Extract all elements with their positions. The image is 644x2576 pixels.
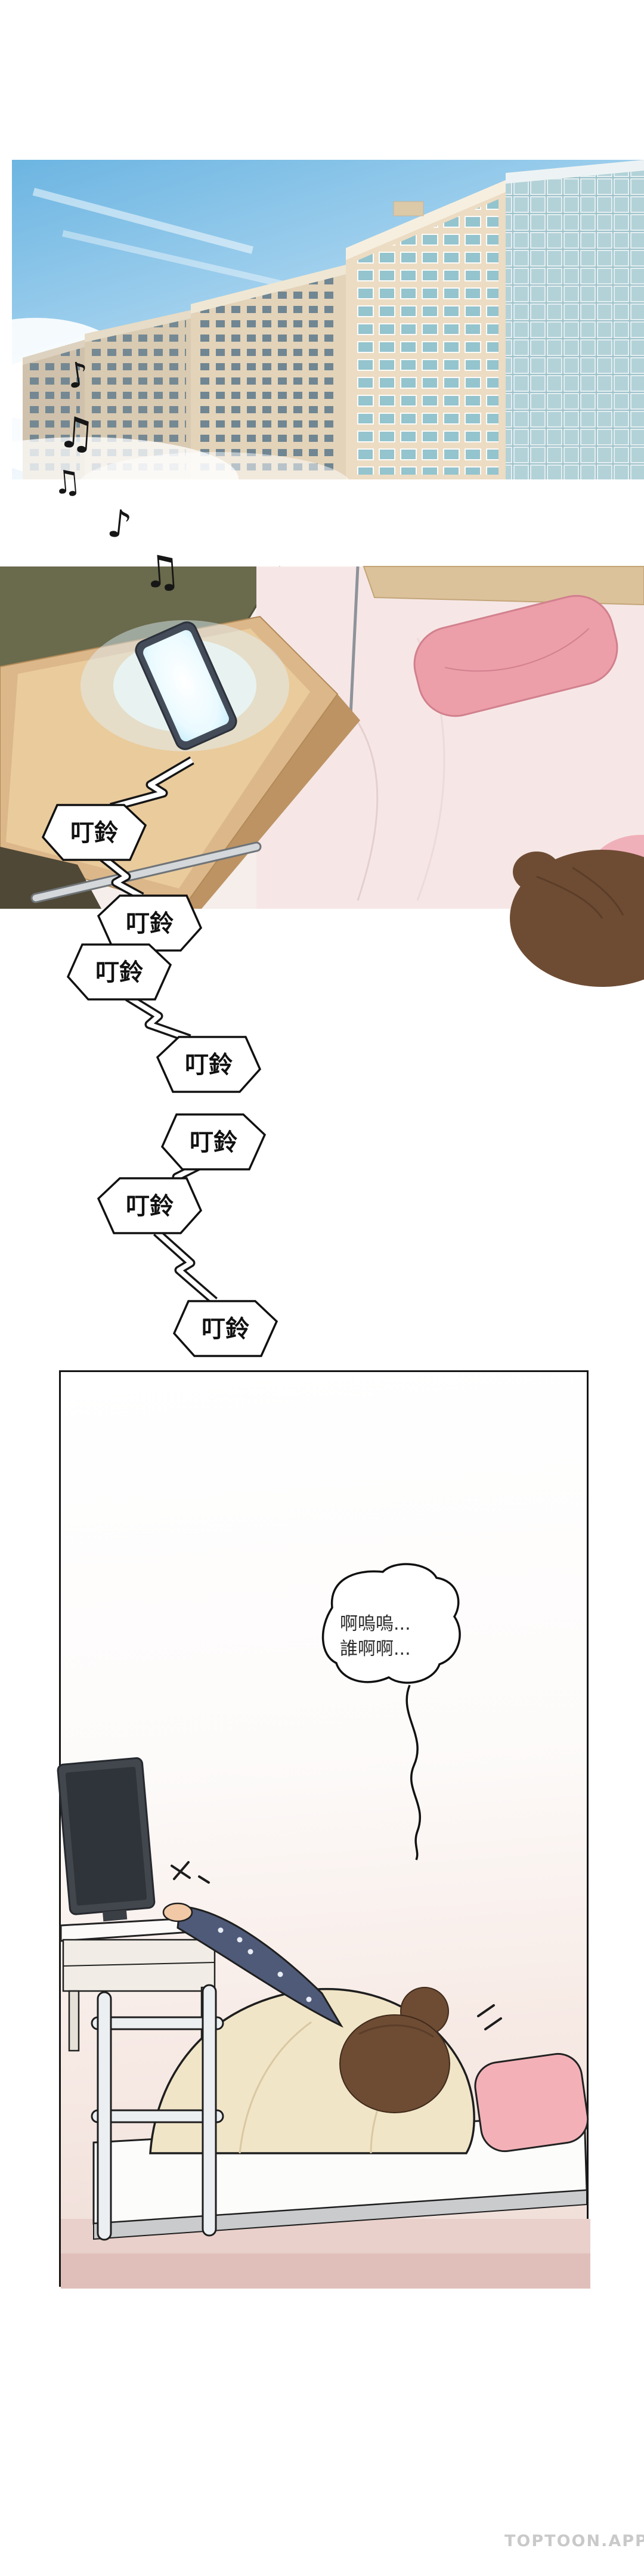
panel-waking-up: 啊嗚嗚... 誰啊啊... — [57, 1370, 590, 2289]
sfx-bubble: 叮鈴 — [97, 1177, 203, 1234]
music-note-icon: ♫ — [51, 462, 83, 502]
bed-base — [93, 2189, 587, 2240]
reaching-arm — [177, 1905, 343, 2028]
sfx-bubble: 叮鈴 — [156, 1036, 262, 1093]
hand — [162, 1902, 193, 1922]
haze — [0, 437, 352, 521]
phone — [135, 621, 237, 750]
pink-cushion — [474, 2052, 589, 2153]
music-note-icon: ♪ — [64, 353, 92, 397]
svg-text:叮鈴: 叮鈴 — [126, 1193, 174, 1220]
watermark: TOPTOON.APP — [504, 2532, 644, 2550]
speech-bubble — [321, 1563, 461, 1684]
sfx-bubble: 叮鈴 — [160, 1113, 267, 1171]
sfx-bubble: 叮鈴 — [41, 804, 147, 861]
bedside-table — [60, 1916, 219, 2052]
music-note-icon: ♫ — [140, 544, 184, 599]
svg-text:叮鈴: 叮鈴 — [185, 1051, 233, 1079]
sfx-bubble: 叮鈴 — [172, 1300, 278, 1357]
sfx-bubble: 叮鈴 — [66, 943, 172, 1001]
sfx-bubble-chain: 叮鈴 叮鈴 叮鈴 叮鈴 叮鈴 叮鈴 叮鈴 — [41, 756, 278, 1357]
impact-marks — [171, 1861, 210, 1884]
panel-cityscape — [0, 160, 644, 521]
svg-text:叮鈴: 叮鈴 — [95, 959, 143, 986]
panel-phone-ringing — [0, 566, 644, 987]
svg-text:叮鈴: 叮鈴 — [70, 819, 118, 847]
head-hair — [339, 1987, 450, 2113]
bed-rail — [32, 843, 260, 902]
music-note-icon: ♫ — [55, 406, 98, 460]
speech-line: 誰啊啊... — [340, 1639, 411, 1659]
bed-frame — [91, 1984, 224, 2241]
speech-line: 啊嗚嗚... — [340, 1614, 411, 1634]
sfx-bubble: 叮鈴 — [97, 894, 203, 952]
motion-marks — [477, 2004, 502, 2030]
svg-text:叮鈴: 叮鈴 — [202, 1315, 249, 1343]
sleeping-person-hair — [510, 850, 644, 987]
svg-text:叮鈴: 叮鈴 — [190, 1129, 237, 1156]
svg-text:叮鈴: 叮鈴 — [126, 910, 174, 937]
tv-monitor — [57, 1757, 156, 1922]
speech-bubble-tail — [405, 1685, 422, 1860]
music-note-icon: ♪ — [105, 501, 134, 548]
pillow — [413, 595, 618, 717]
iv-pole — [349, 566, 360, 716]
